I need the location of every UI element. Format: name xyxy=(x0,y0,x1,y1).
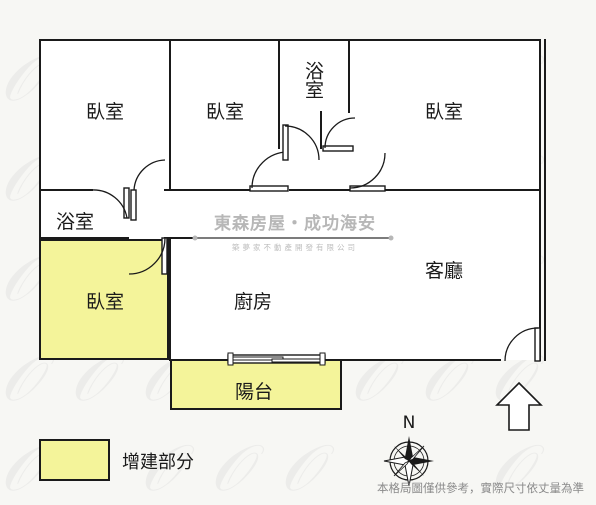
legend-label: 增建部分 xyxy=(122,452,194,473)
room-label-balcony: 陽台 xyxy=(235,381,273,403)
outer-walls xyxy=(39,39,546,361)
door-bathroom-left xyxy=(91,187,130,219)
door-entrance xyxy=(504,327,541,362)
room-label-bathroom-top: 浴室 xyxy=(302,61,324,99)
entrance-arrow-icon xyxy=(495,381,543,431)
door-bedroom-top-left xyxy=(130,159,166,221)
compass-north-label: N xyxy=(403,413,416,433)
room-label-living-room: 客廳 xyxy=(425,260,463,282)
watermark-sub-text: 築夢家不動產開發有限公司 xyxy=(232,242,358,252)
door-addition-bedroom xyxy=(128,237,168,275)
door-bedroom-right-bath xyxy=(322,117,356,152)
company-watermark: 東森房屋・成功海安 築夢家不動產開發有限公司 xyxy=(192,213,394,252)
room-label-bedroom-addition: 臥室 xyxy=(86,291,124,313)
legend-swatch xyxy=(39,439,110,481)
room-label-kitchen: 廚房 xyxy=(234,290,272,313)
door-bedroom-middle xyxy=(249,151,289,192)
room-label-bedroom-top-middle: 臥室 xyxy=(206,101,244,123)
svg-text:𝒪: 𝒪 xyxy=(280,432,335,505)
room-label-bedroom-top-left: 臥室 xyxy=(86,101,124,123)
disclaimer-text: 本格局圖僅供參考，實際尺寸依丈量為準 xyxy=(377,481,584,495)
compass-rose-icon: N xyxy=(383,413,434,487)
watermark-main-text: 東森房屋・成功海安 xyxy=(214,213,376,234)
door-bathroom-top xyxy=(282,124,320,161)
sliding-door-balcony xyxy=(227,352,326,366)
door-bedroom-top-right xyxy=(349,152,386,192)
room-label-bathroom-left: 浴室 xyxy=(56,211,94,233)
legend: 增建部分 xyxy=(39,439,194,481)
room-label-bedroom-top-right: 臥室 xyxy=(425,101,463,123)
svg-text:𝒪: 𝒪 xyxy=(210,432,265,505)
addition-bedroom-area xyxy=(39,239,169,360)
addition-balcony-area xyxy=(170,359,342,410)
